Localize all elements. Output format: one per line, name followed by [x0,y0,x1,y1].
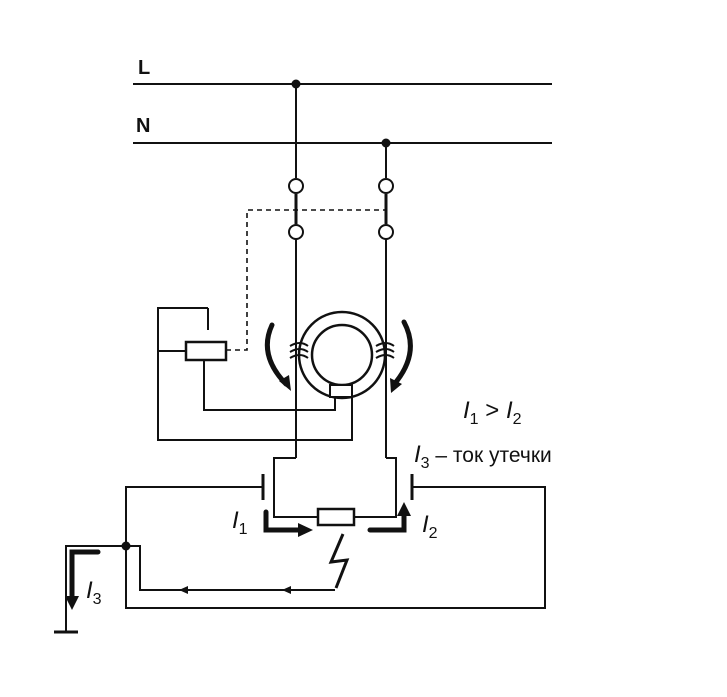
neutral-label: N [136,115,150,137]
flux-arrow-left [279,375,291,391]
flux-arrow-right [390,378,402,393]
leakage-return-wire [126,545,335,591]
relay-wire-return [157,351,353,441]
phase-contact-upper [288,178,304,194]
i2-label: I2 [422,511,438,542]
earth-wire [65,545,126,632]
enclosure-left-ground-wire [125,486,263,546]
trip-relay [184,340,228,362]
phase-winding [289,342,309,359]
neutral-contact-upper [378,178,394,194]
i1-arrow-head [298,523,313,537]
load-phase-wire [273,457,318,518]
sense-winding [329,384,353,398]
phase-label: L [138,57,150,79]
current-condition-text: I1 > I2 [463,397,522,428]
i2-current-path [367,509,407,533]
enclosure-right-ground-wire [125,486,546,609]
relay-wire-upper [157,307,208,352]
neutral-winding [375,342,395,359]
i3-label: I3 [86,577,102,608]
trip-linkage-dashed [226,209,386,351]
flux-arc-right [393,319,413,385]
i3-current-path [69,549,101,601]
i1-label: I1 [232,507,248,538]
flux-arc-left [264,322,289,387]
load-resistor [316,507,356,527]
relay-wire-to-sense-coil [203,360,336,411]
load-neutral-wire [354,457,397,518]
phase-contact-lower [288,224,304,240]
toroid-core-inner [310,323,374,387]
i3-arrow-head [65,596,79,610]
i1-current-path [263,509,303,533]
i2-arrow-head [397,502,411,516]
leakage-current-text: I3 – ток утечки [414,441,552,472]
fault-lightning-symbol [328,533,350,589]
neutral-contact-lower [378,224,394,240]
